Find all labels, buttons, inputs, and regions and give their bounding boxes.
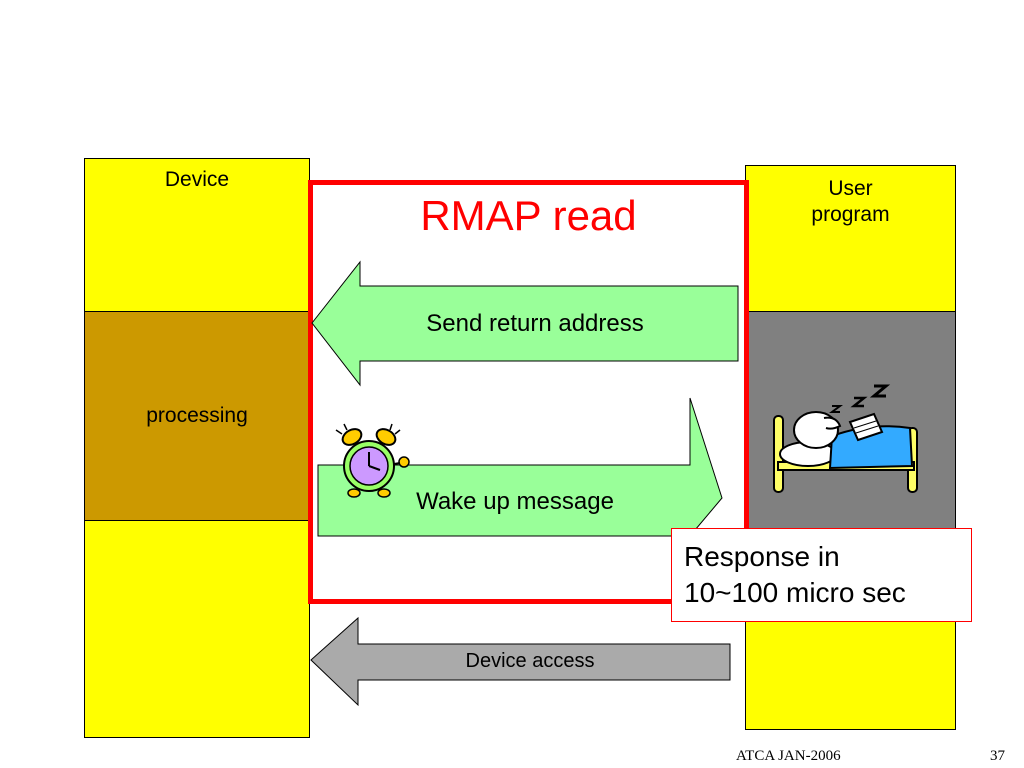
sleeping-person-icon — [773, 384, 918, 493]
user-program-label: User program — [745, 176, 956, 228]
page-number: 37 — [990, 748, 1005, 764]
processing-box: processing — [84, 311, 310, 521]
response-callout: Response in 10~100 micro sec — [671, 528, 972, 622]
response-line1: Response in — [684, 541, 840, 572]
wake-up-message-label: Wake up message — [416, 488, 614, 515]
processing-label: processing — [146, 404, 248, 427]
user-program-label-line2: program — [811, 203, 890, 226]
rmap-title: RMAP read — [420, 192, 637, 239]
user-program-label-line1: User — [828, 177, 873, 200]
send-return-address-label: Send return address — [426, 310, 644, 337]
alarm-clock-icon — [335, 423, 410, 498]
device-access-label: Device access — [465, 650, 595, 672]
response-line2: 10~100 micro sec — [684, 577, 906, 608]
device-label: Device — [164, 168, 230, 191]
footer-label: ATCA JAN-2006 — [736, 748, 841, 764]
